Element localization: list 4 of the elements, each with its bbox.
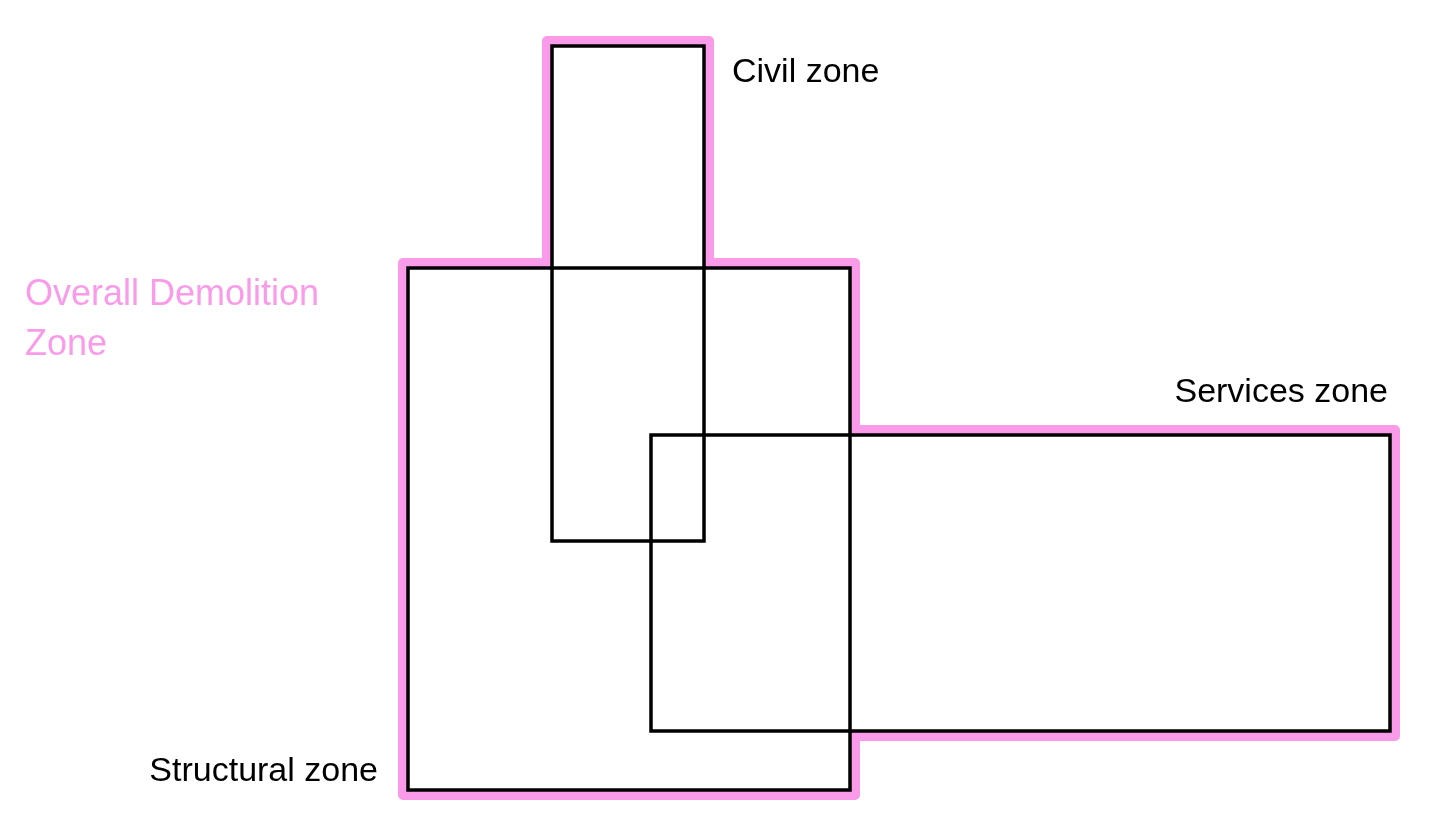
zone-label: Civil zone [732, 50, 881, 91]
zone-label: Structural zone [148, 749, 378, 790]
zone-label: Overall Demolition Zone [25, 271, 321, 365]
zone-label: Services zone [1173, 370, 1388, 411]
